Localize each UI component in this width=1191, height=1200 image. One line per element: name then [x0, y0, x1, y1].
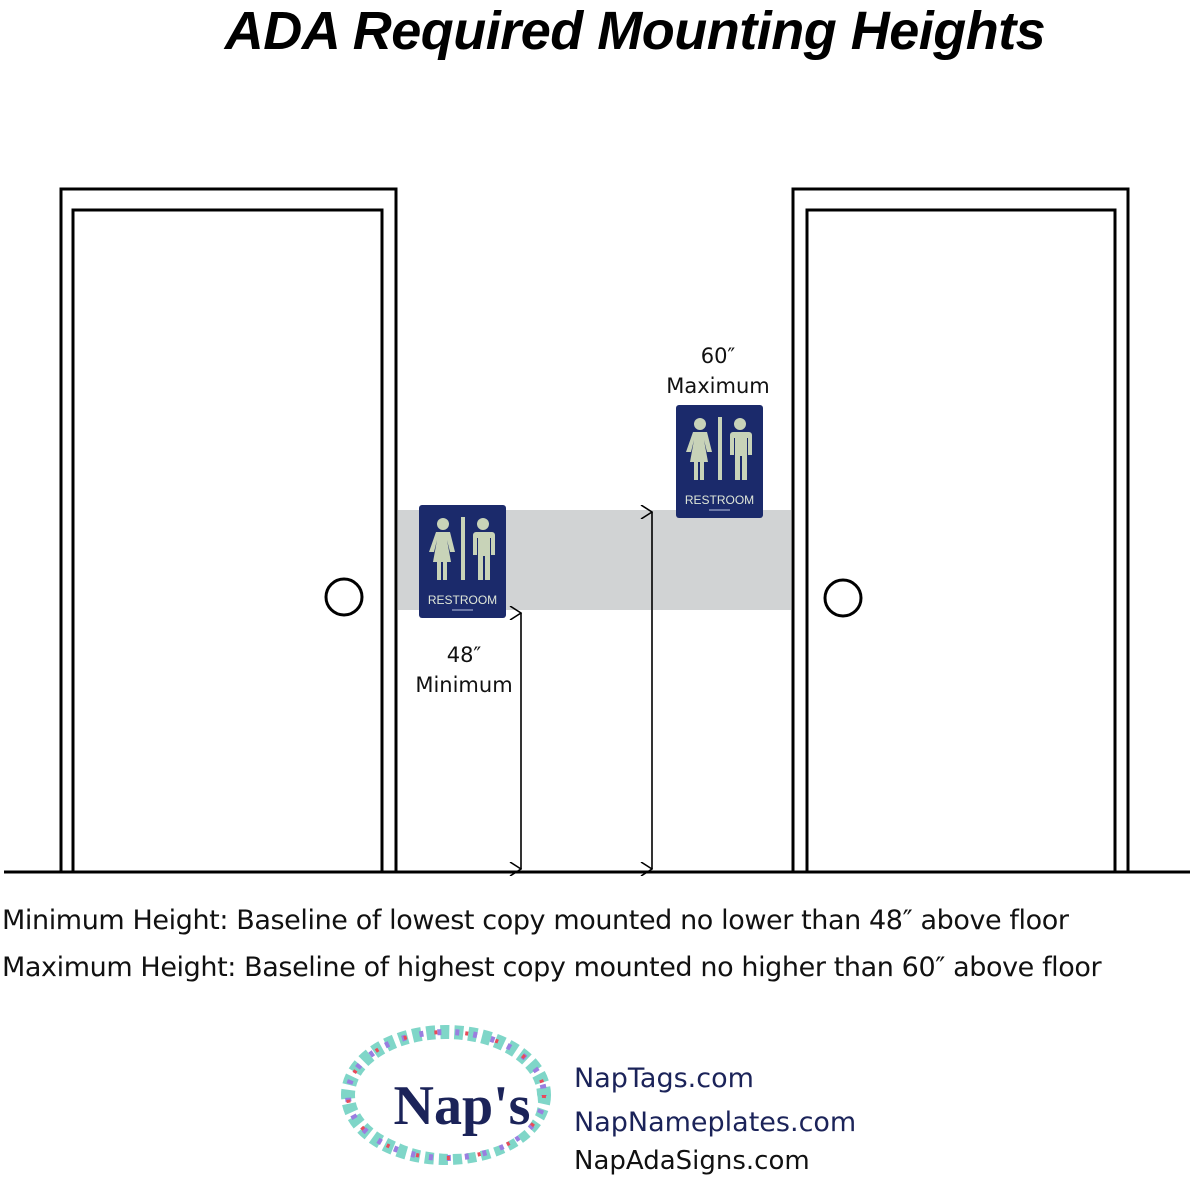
svg-text:Nap's: Nap's: [394, 1075, 531, 1137]
right-door-knob: [823, 578, 863, 618]
url-napnameplates[interactable]: NapNameplates.com: [574, 1107, 857, 1138]
maximum-text-label: Maximum: [666, 374, 770, 398]
maximum-height-note: Maximum Height: Baseline of highest copy…: [2, 952, 1102, 983]
minimum-value-label: 48″: [446, 643, 482, 667]
sign-label-maximum: RESTROOM: [685, 493, 754, 507]
minimum-text-label: Minimum: [415, 673, 513, 697]
page-title: ADA Required Mounting Heights: [224, 1, 1046, 61]
url-napadasigns[interactable]: NapAdaSigns.com: [574, 1146, 810, 1176]
sign-label-minimum: RESTROOM: [428, 593, 497, 607]
left-door: [59, 187, 398, 872]
maximum-value-label: 60″: [700, 344, 736, 368]
naps-logo: Nap's: [341, 1025, 551, 1165]
left-door-knob: [324, 577, 364, 617]
minimum-height-note: Minimum Height: Baseline of lowest copy …: [2, 905, 1069, 936]
right-door: [791, 187, 1130, 872]
url-naptags[interactable]: NapTags.com: [574, 1063, 754, 1094]
